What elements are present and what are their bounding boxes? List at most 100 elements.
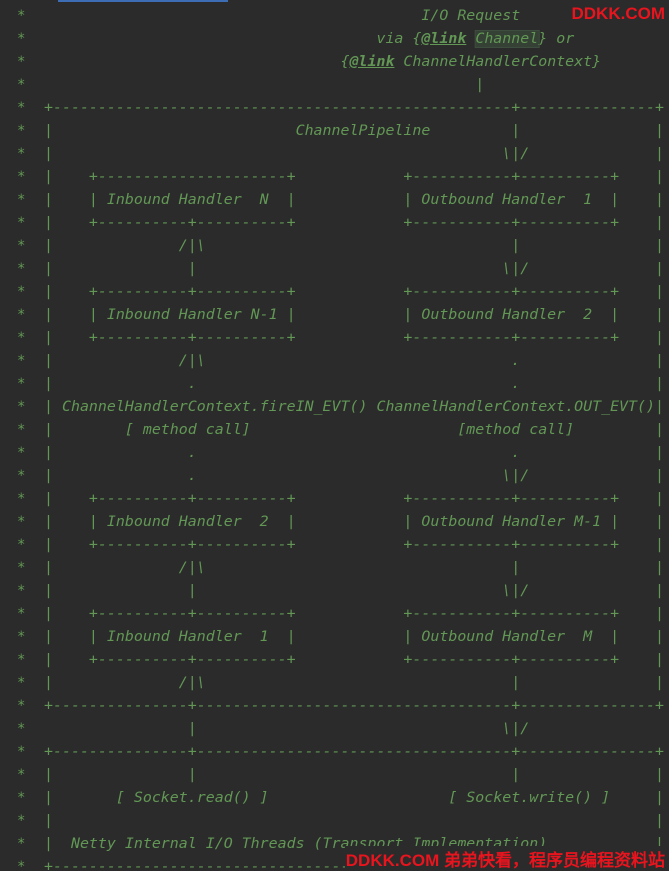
code-text-segment: | +----------+----------+ +-----------+-… [44,491,664,507]
comment-gutter-mark: * [17,629,26,645]
code-text-segment: | \|/ | [44,146,664,162]
comment-gutter-mark: * [17,215,26,231]
code-line: * | ChannelHandlerContext.fireIN_EVT() Ch… [0,396,669,419]
code-line-text: {@link ChannelHandlerContext} [44,51,602,74]
comment-gutter-mark: * [17,652,26,668]
code-line: * | /|\ . | [0,350,669,373]
comment-gutter-mark: * [17,238,26,254]
code-text-segment: | /|\ | | [44,675,664,691]
comment-gutter-mark: * [17,675,26,691]
comment-gutter-mark: * [17,376,26,392]
code-text-segment: | +----------+----------+ +-----------+-… [44,606,664,622]
comment-gutter-mark: * [17,100,26,116]
code-text-segment: | +---------------------+ +-----------+-… [44,169,664,185]
javadoc-link-tag[interactable]: @link [349,54,395,70]
code-text-segment: | [44,77,485,93]
comment-gutter-mark: * [17,31,26,47]
code-line-text: +---------------+-----------------------… [44,695,664,718]
editor-tab-indicator [58,0,228,2]
code-text-segment: | | \|/ | [44,583,664,599]
comment-gutter-mark: * [17,399,26,415]
code-line: * | | \|/ | [0,580,669,603]
watermark-top: DDKK.COM [571,4,666,23]
code-line: * | +----------+----------+ +-----------+… [0,327,669,350]
code-line: * +--------------------------------------… [0,97,669,120]
comment-gutter-mark: * [17,8,26,24]
comment-gutter-mark: * [17,859,26,871]
code-text-segment: | | Inbound Handler 2 | | Outbound Handl… [44,514,664,530]
comment-gutter-mark: * [17,698,26,714]
comment-gutter-mark: * [17,721,26,737]
highlighted-identifier[interactable]: Channel [474,30,540,48]
code-line-text: +---------------------------------------… [44,97,664,120]
code-line: * | /|\ | | [0,235,669,258]
code-line: * +---------------+----------------------… [0,695,669,718]
code-line: * | +----------+----------+ +-----------+… [0,488,669,511]
code-line: * | +----------+----------+ +-----------+… [0,649,669,672]
comment-gutter-mark: * [17,744,26,760]
comment-gutter-mark: * [17,261,26,277]
code-line: * | \|/ [0,718,669,741]
code-line-text: | . . | [44,442,664,465]
javadoc-link-tag[interactable]: @link [421,31,467,47]
code-text-segment: | +----------+----------+ +-----------+-… [44,330,664,346]
code-editor[interactable]: * I/O Request* via {@link Channel} or* {… [0,5,669,871]
code-text-segment: I/O Request [44,8,521,24]
code-text-segment: | +----------+----------+ +-----------+-… [44,652,664,668]
code-line-text: | [44,74,484,97]
code-text-segment: { [44,54,350,70]
code-text-segment: | | Inbound Handler N-1 | | Outbound Han… [44,307,664,323]
comment-gutter-mark: * [17,353,26,369]
code-text-segment: | /|\ . | [44,353,664,369]
code-line-text: | +---------------------+ +-----------+-… [44,166,664,189]
code-line-text: | | Inbound Handler N | | Outbound Handl… [44,189,664,212]
code-line-text: | +----------+----------+ +-----------+-… [44,488,664,511]
code-line-text: | | \|/ | [44,258,664,281]
code-line: *| [ method call] [method call] | [0,419,669,442]
code-text-segment: | . . | [44,376,664,392]
code-line-text: +---------------+-----------------------… [44,741,664,764]
code-text-segment: | ChannelHandlerContext.fireIN_EVT() Cha… [44,399,664,415]
code-text-segment: | [ Socket.read() ] [ Socket.write() ] | [44,790,664,806]
code-line: * via {@link Channel} or [0,28,669,51]
code-line: * I/O Request [0,5,669,28]
comment-gutter-mark: * [17,123,26,139]
code-text-segment: | . . | [44,445,664,461]
code-line: *| | Inbound Handler N | | Outbound Hand… [0,189,669,212]
comment-gutter-mark: * [17,583,26,599]
code-line-text: | | Inbound Handler 1 | | Outbound Handl… [44,626,664,649]
code-text-segment: via { [44,31,422,47]
code-line: * {@link ChannelHandlerContext} [0,51,669,74]
code-line: *| . \|/ | [0,465,669,488]
comment-gutter-mark: * [17,330,26,346]
code-line-text: | +----------+----------+ +-----------+-… [44,281,664,304]
code-line-text: | | Inbound Handler N-1 | | Outbound Han… [44,304,664,327]
code-line-text: | /|\ | | [44,672,664,695]
code-text-segment: +---------------+-----------------------… [44,744,664,760]
comment-gutter-mark: * [17,514,26,530]
code-text-segment: | [ method call] [method call] | [44,422,664,438]
code-text-segment: } or [538,31,575,47]
code-line-text: | | | | [44,764,664,787]
watermark-bottom: DDKK.COM 弟弟快看，程序员编程资料站 [344,846,666,871]
code-text-segment: | +----------+----------+ +-----------+-… [44,537,664,553]
code-text-segment: | \|/ [44,721,530,737]
code-text-segment: | | Inbound Handler N | | Outbound Handl… [44,192,664,208]
comment-gutter-mark: * [17,307,26,323]
code-line: *| +---------------------+ +-----------+… [0,166,669,189]
comment-gutter-mark: * [17,767,26,783]
code-line-text: | | \|/ | [44,580,664,603]
comment-gutter-mark: * [17,813,26,829]
code-line-text: | | Inbound Handler 2 | | Outbound Handl… [44,511,664,534]
code-line: * | /|\ | | [0,672,669,695]
comment-gutter-mark: * [17,491,26,507]
code-line: * | [0,74,669,97]
comment-gutter-mark: * [17,146,26,162]
code-line-text: | /|\ | | [44,235,664,258]
comment-gutter-mark: * [17,468,26,484]
code-line-text: | +----------+----------+ +-----------+-… [44,649,664,672]
code-line: * +---------------+----------------------… [0,741,669,764]
code-text-segment: | | [44,813,664,829]
code-text-segment: | +----------+----------+ +-----------+-… [44,215,664,231]
code-line: * | | Inbound Handler 2 | | Outbound Hand… [0,511,669,534]
